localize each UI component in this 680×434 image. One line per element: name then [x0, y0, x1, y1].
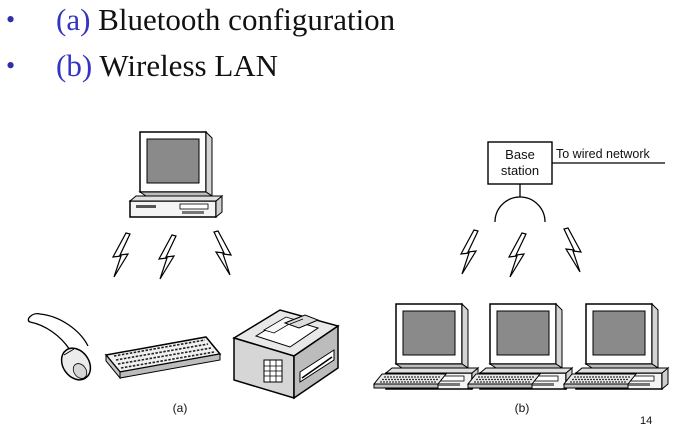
keyboard-icon	[467, 373, 541, 389]
wireless-signal-icon	[158, 234, 177, 280]
wired-network-label: To wired network	[556, 147, 651, 161]
wireless-signal-icon	[213, 230, 232, 276]
antenna-icon	[494, 184, 546, 223]
lan-computer-3	[563, 303, 669, 390]
wireless-signal-icon	[508, 232, 527, 278]
wireless-signal-icon	[460, 229, 479, 275]
caption-a: (a)	[173, 401, 188, 415]
keyboard-icon	[104, 336, 222, 380]
caption-b: (b)	[515, 401, 530, 415]
bullet-label: Wireless LAN	[99, 48, 279, 83]
page-number: 14	[640, 415, 652, 427]
bullet-label: Bluetooth configuration	[98, 2, 396, 37]
wireless-signal-icon	[563, 227, 582, 273]
wireless-signal-icon	[112, 232, 131, 278]
computer-icon	[129, 131, 223, 218]
bullet-marker: •	[6, 5, 16, 34]
lan-computer-2	[467, 303, 573, 390]
lan-computer-1	[373, 303, 479, 390]
bullet-tag: (a)	[56, 2, 91, 37]
bluetooth-diagram: (a)	[27, 131, 340, 415]
bullet-tag: (b)	[56, 48, 93, 83]
wireless-lan-diagram: Base station To wired network	[373, 141, 669, 415]
keyboard-icon	[563, 373, 637, 389]
bullet-text: (a) Bluetooth configuration	[56, 2, 395, 38]
base-station-label: Base	[505, 147, 535, 162]
bullet-text: (b) Wireless LAN	[56, 48, 278, 84]
mouse-icon	[27, 313, 92, 381]
bullet-marker: •	[6, 51, 16, 80]
printer-icon	[232, 309, 340, 400]
keyboard-icon	[373, 373, 447, 389]
base-station-label: station	[501, 163, 539, 178]
